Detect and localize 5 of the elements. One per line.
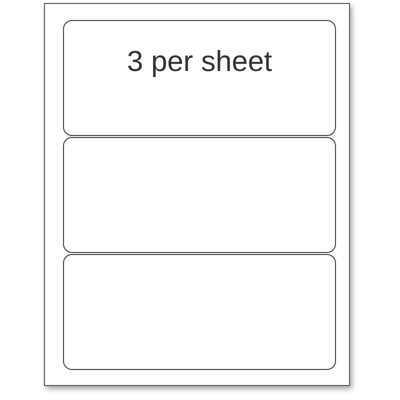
label-sticker [63,20,336,136]
label-text: 3 per sheet [126,45,272,79]
label-sticker [63,254,336,370]
label-sticker [63,137,336,253]
paper-sheet [44,3,350,386]
